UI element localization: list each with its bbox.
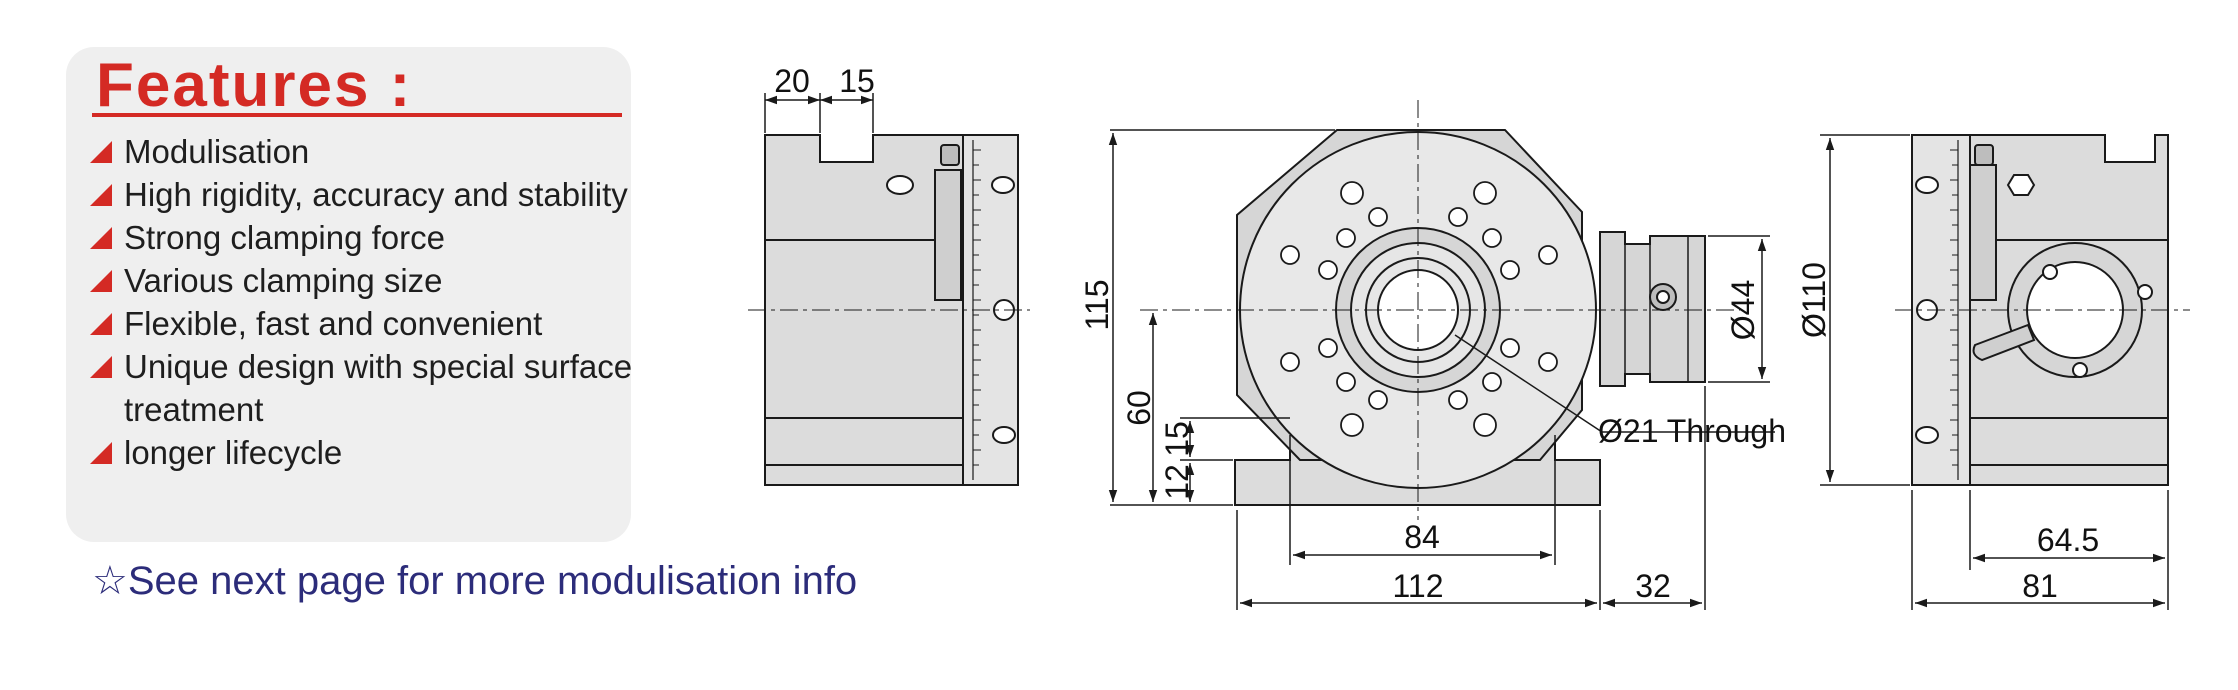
feature-text: Various clamping size bbox=[124, 262, 443, 299]
dim-through-hole: Ø21 Through bbox=[1598, 413, 1786, 449]
feature-list: Modulisation High rigidity, accuracy and… bbox=[90, 130, 644, 474]
bullet-triangle-icon bbox=[90, 227, 112, 249]
front-view-dimensions bbox=[1108, 129, 1775, 610]
dim-slot-left: 20 bbox=[774, 63, 810, 99]
dim-height-center: 60 bbox=[1121, 390, 1157, 426]
dim-outer-width: 81 bbox=[2022, 568, 2058, 604]
dim-base-height: 12 bbox=[1159, 464, 1195, 500]
right-view-dimensions bbox=[1820, 134, 2169, 610]
dim-height-total: 115 bbox=[1079, 279, 1115, 330]
features-title: Features : bbox=[96, 51, 413, 120]
feature-item: Strong clamping force bbox=[90, 216, 644, 259]
bullet-triangle-icon bbox=[90, 270, 112, 292]
bullet-triangle-icon bbox=[90, 356, 112, 378]
dim-width: 112 bbox=[1392, 568, 1443, 604]
feature-item: Flexible, fast and convenient bbox=[90, 302, 644, 345]
feature-item: longer lifecycle bbox=[90, 431, 644, 474]
dim-side-extension: 32 bbox=[1635, 568, 1671, 604]
feature-item: Various clamping size bbox=[90, 259, 644, 302]
feature-text: Unique design with special surface treat… bbox=[124, 348, 633, 428]
dim-slot-height: 15 bbox=[1159, 421, 1195, 457]
feature-text: Strong clamping force bbox=[124, 219, 445, 256]
dim-base-slot-spacing: 84 bbox=[1404, 519, 1440, 555]
modulisation-note: ☆See next page for more modulisation inf… bbox=[92, 559, 858, 603]
bullet-triangle-icon bbox=[90, 184, 112, 206]
feature-item: Modulisation bbox=[90, 130, 644, 173]
left-view-dimensions bbox=[764, 93, 874, 133]
bullet-triangle-icon bbox=[90, 313, 112, 335]
feature-item: High rigidity, accuracy and stability bbox=[90, 173, 644, 216]
feature-text: longer lifecycle bbox=[124, 434, 343, 471]
right-view-ruler-ticks bbox=[1950, 149, 1958, 466]
feature-text: Modulisation bbox=[124, 133, 310, 170]
dim-diameter: Ø110 bbox=[1796, 262, 1832, 338]
left-view-ruler-ticks bbox=[973, 149, 981, 466]
features-title-underline bbox=[92, 113, 622, 117]
dim-inner-width: 64.5 bbox=[2037, 522, 2099, 558]
bullet-triangle-icon bbox=[90, 442, 112, 464]
front-view-centerlines bbox=[1140, 100, 1740, 520]
dim-boss-diameter: Ø44 bbox=[1725, 280, 1761, 340]
feature-text: High rigidity, accuracy and stability bbox=[124, 176, 628, 213]
features-panel bbox=[66, 47, 631, 542]
dim-slot-right: 15 bbox=[839, 63, 875, 99]
feature-item: Unique design with special surface treat… bbox=[90, 345, 644, 431]
bullet-triangle-icon bbox=[90, 141, 112, 163]
feature-text: Flexible, fast and convenient bbox=[124, 305, 543, 342]
front-view-mounting-holes bbox=[1280, 181, 1558, 437]
